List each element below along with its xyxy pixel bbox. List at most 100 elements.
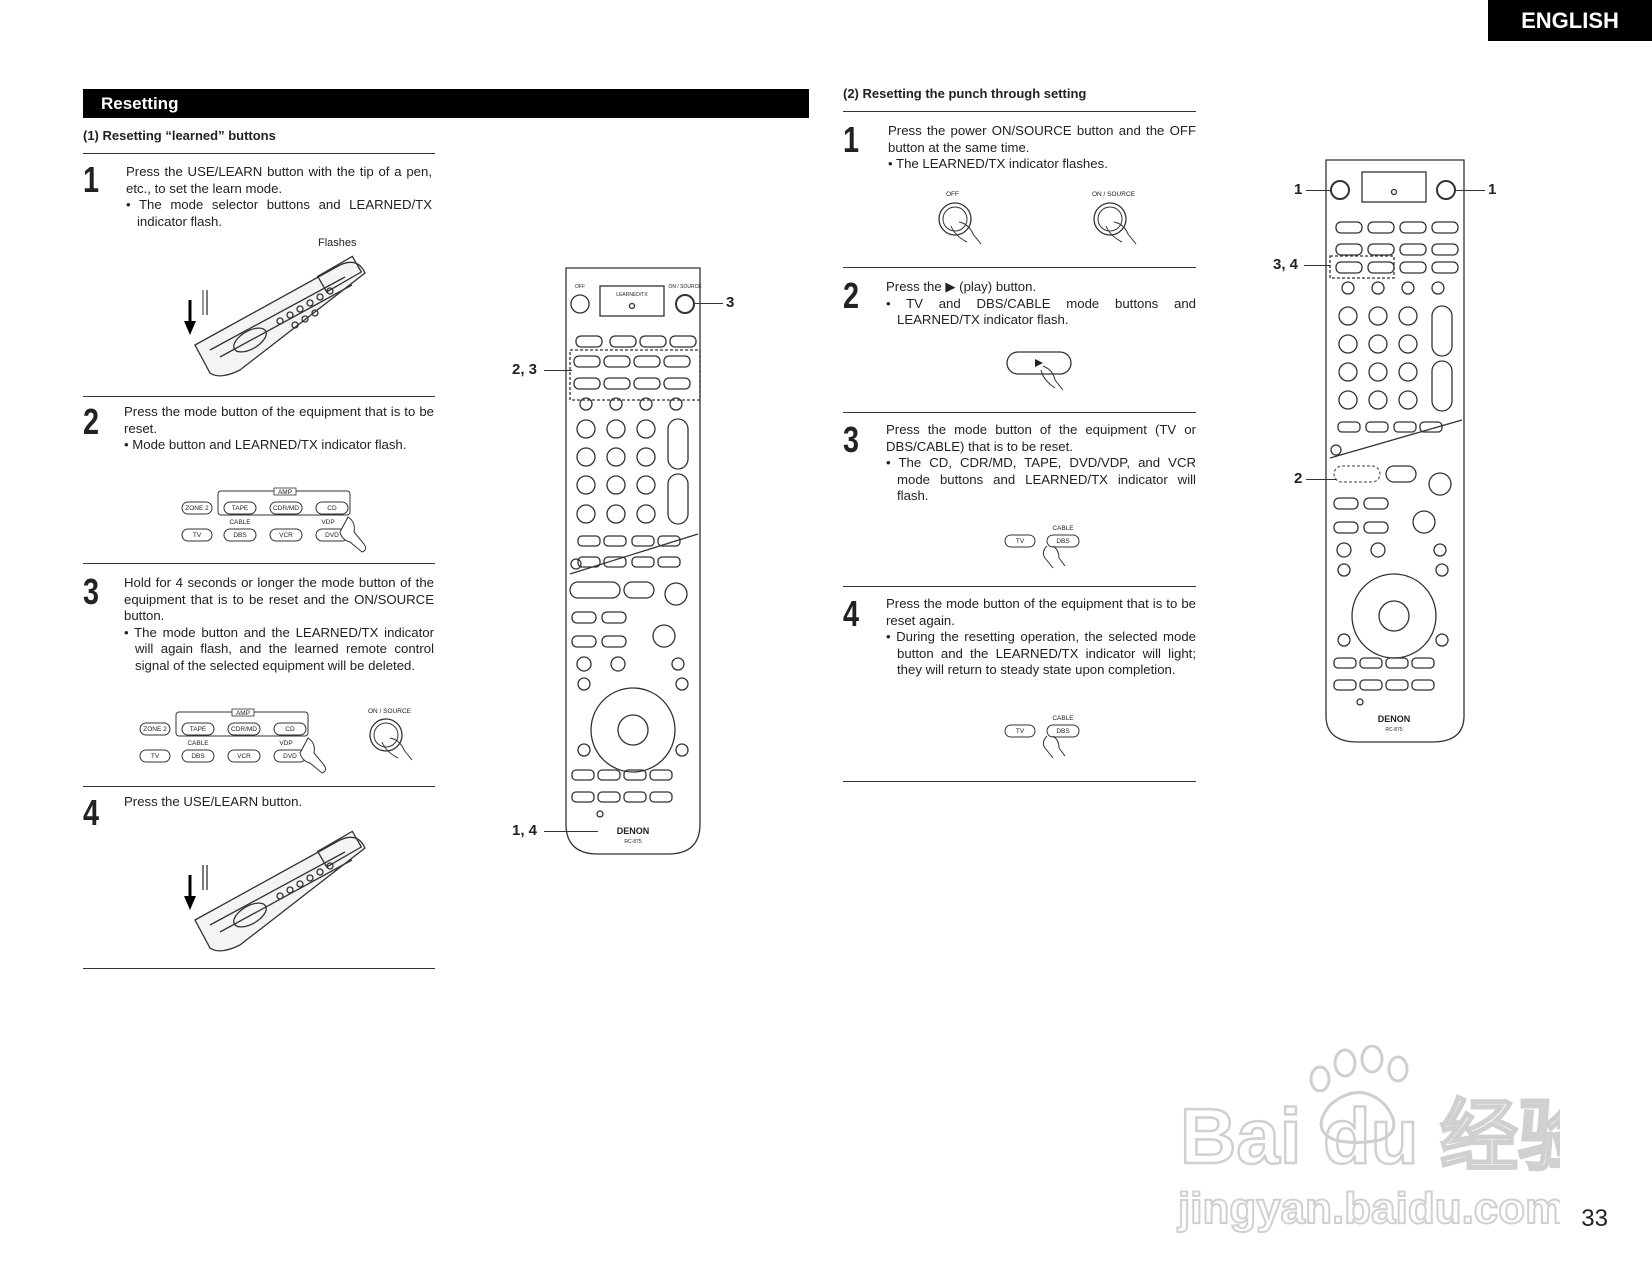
step-instruction: Press the USE/LEARN button with the tip …	[126, 164, 432, 196]
step-text: Press the USE/LEARN button.	[124, 794, 434, 811]
model-label: RC-875	[624, 839, 641, 845]
zone2-button-label: ZONE 2	[185, 505, 209, 512]
tape-button-label: TAPE	[232, 505, 249, 512]
brand-label: DENON	[617, 826, 650, 836]
brand-label: DENON	[1378, 714, 1411, 724]
tv-button-label: TV	[1016, 728, 1025, 735]
off-label: OFF	[575, 284, 585, 290]
step-text: Press the power ON/SOURCE button and the…	[888, 123, 1196, 173]
vcr-button-label: VCR	[279, 532, 293, 539]
step-text: Press the mode button of the equipment t…	[124, 404, 434, 454]
dbs-button-label: DBS	[1056, 728, 1070, 735]
cd-button-label: CD	[285, 726, 295, 733]
on-source-label: ON / SOURCE	[368, 708, 411, 715]
divider	[83, 153, 435, 154]
on-source-label: ON / SOURCE	[668, 284, 702, 290]
callout-line	[1304, 265, 1330, 266]
step-number: 4	[843, 593, 860, 634]
step-text: Press the ▶ (play) button. • TV and DBS/…	[886, 279, 1196, 329]
section-title: Resetting	[83, 89, 809, 118]
dbs-button-label: DBS	[191, 753, 205, 760]
callout: 1, 4	[512, 822, 538, 839]
amp-label: AMP	[278, 489, 292, 496]
page-number: 33	[1581, 1205, 1608, 1232]
step-bullet: • TV and DBS/CABLE mode buttons and LEAR…	[886, 295, 1196, 328]
cable-label: CABLE	[187, 740, 209, 747]
step-instruction: Press the ▶ (play) button.	[886, 279, 1037, 294]
step-instruction: Press the mode button of the equipment t…	[886, 596, 1196, 628]
amp-label: AMP	[236, 710, 250, 717]
divider	[83, 786, 435, 787]
divider	[843, 412, 1196, 413]
step-bullet: • The LEARNED/TX indicator flashes.	[888, 156, 1108, 171]
step-number: 2	[843, 275, 860, 316]
tv-dbs-buttons-illustration: CABLE TV DBS	[1004, 525, 1080, 569]
cable-label: CABLE	[229, 519, 251, 526]
step-number: 1	[843, 119, 860, 160]
mode-buttons-panel: AMP ZONE 2 TAPE CDR/MD CD CABLE VDP TV D…	[181, 487, 367, 553]
cd-button-label: CD	[327, 505, 337, 512]
remote-illustration	[184, 830, 366, 952]
step-bullet: • During the resetting operation, the se…	[886, 629, 1196, 677]
cdrmd-button-label: CDR/MD	[273, 505, 299, 512]
right-subheading: (2) Resetting the punch through setting	[843, 86, 1087, 101]
callout-line	[1306, 479, 1336, 480]
dbs-button-label: DBS	[1056, 538, 1070, 545]
callout: 3, 4	[1273, 256, 1299, 273]
dvd-button-label: DVD	[283, 753, 297, 760]
step-bullet: • Mode button and LEARNED/TX indicator f…	[124, 437, 407, 452]
tv-button-label: TV	[151, 753, 160, 760]
step-instruction: Press the USE/LEARN button.	[124, 794, 303, 809]
zone2-button-label: ZONE 2	[143, 726, 167, 733]
play-button-illustration	[1006, 351, 1072, 391]
step-bullet: • The CD, CDR/MD, TAPE, DVD/VDP, and VCR…	[886, 455, 1196, 503]
divider	[83, 968, 435, 969]
step-text: Press the mode button of the equipment t…	[886, 596, 1196, 679]
step-bullet: • The mode selector buttons and LEARNED/…	[126, 197, 432, 229]
step-instruction: Press the power ON/SOURCE button and the…	[888, 123, 1196, 155]
dbs-button-label: DBS	[233, 532, 247, 539]
tape-button-label: TAPE	[190, 726, 207, 733]
callout: 1	[1294, 181, 1303, 198]
watermark-brand: Bai du 经验	[1180, 1092, 1560, 1180]
step-number: 1	[83, 159, 100, 200]
callout: 1	[1488, 181, 1497, 198]
remote-illustration	[184, 255, 366, 377]
off-button-illustration	[938, 202, 982, 245]
step-instruction: Press the mode button of the equipment t…	[124, 404, 434, 436]
tv-button-label: TV	[1016, 538, 1025, 545]
divider	[843, 781, 1196, 782]
on-source-label: ON / SOURCE	[1092, 191, 1135, 198]
step-instruction: Press the mode button of the equipment (…	[886, 422, 1196, 454]
tv-dbs-buttons-illustration: CABLE TV DBS	[1004, 715, 1080, 759]
callout: 2, 3	[512, 361, 538, 378]
step-number: 4	[83, 792, 100, 833]
language-tab: ENGLISH	[1488, 0, 1652, 41]
divider	[83, 563, 435, 564]
divider	[843, 267, 1196, 268]
mode-buttons-panel: AMP ZONE 2 TAPE CDR/MD CD CABLE VDP TV D…	[139, 708, 327, 774]
callout-line	[695, 303, 723, 304]
left-subheading: (1) Resetting “learned” buttons	[83, 128, 276, 143]
cdrmd-button-label: CDR/MD	[231, 726, 257, 733]
callout-line	[544, 831, 598, 832]
model-label: RC-875	[1385, 727, 1402, 733]
step-text: Hold for 4 seconds or longer the mode bu…	[124, 575, 434, 674]
callout-line	[1306, 190, 1330, 191]
step-text: Press the USE/LEARN button with the tip …	[126, 164, 432, 230]
tv-button-label: TV	[193, 532, 202, 539]
on-source-button-illustration	[1093, 202, 1137, 245]
remote-control-diagram: OFF ON / SOURCE LEARNED/TX DENON RC-875	[565, 267, 702, 855]
step-number: 3	[83, 571, 100, 612]
vcr-button-label: VCR	[237, 753, 251, 760]
callout: 3	[726, 294, 735, 311]
divider	[843, 111, 1196, 112]
step-text: Press the mode button of the equipment (…	[886, 422, 1196, 505]
callout-line	[544, 370, 572, 371]
remote-control-diagram: DENON RC-875	[1325, 159, 1465, 743]
step-number: 2	[83, 401, 100, 442]
callout-line	[1455, 190, 1485, 191]
watermark: Bai du 经验 jingyan.baidu.com	[1160, 1044, 1597, 1240]
divider	[843, 586, 1196, 587]
step-bullet: • The mode button and the LEARNED/TX ind…	[124, 624, 434, 673]
